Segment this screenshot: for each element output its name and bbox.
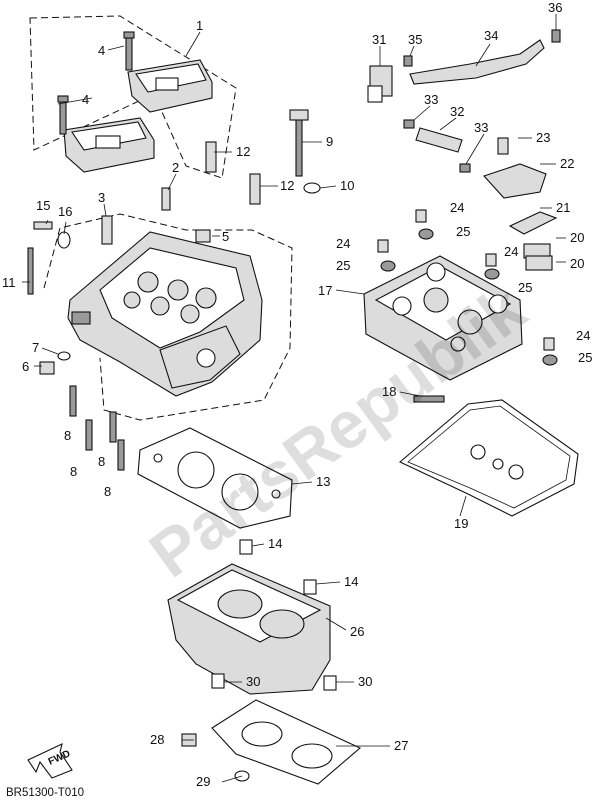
fwd-arrow-icon: FWD: [27, 743, 73, 779]
callout-30: 30: [358, 674, 372, 689]
callout-25: 25: [578, 350, 592, 365]
callout-8: 8: [64, 428, 71, 443]
callout-12: 12: [280, 178, 294, 193]
head-cover-gasket: [398, 399, 579, 517]
callout-13: 13: [316, 474, 330, 489]
callout-33: 33: [424, 92, 438, 107]
air-induction-system: [367, 29, 561, 199]
callout-4: 4: [98, 43, 105, 58]
callout-9: 9: [326, 134, 333, 149]
leader-lines: [22, 14, 566, 783]
callout-22: 22: [560, 156, 574, 171]
camshaft-cap-group: [29, 15, 237, 179]
callout-23: 23: [536, 130, 550, 145]
callout-24: 24: [504, 244, 518, 259]
cylinder-head: [67, 231, 263, 397]
callout-25: 25: [336, 258, 350, 273]
callout-11: 11: [2, 275, 16, 290]
cylinder-head-cover: [363, 209, 558, 403]
cylinder-block: [167, 539, 337, 695]
callout-8: 8: [98, 454, 105, 469]
callout-2: 2: [172, 160, 179, 175]
callout-16: 16: [58, 204, 72, 219]
callout-4: 4: [82, 92, 89, 107]
callout-36: 36: [548, 0, 562, 15]
callout-14: 14: [344, 574, 358, 589]
callout-34: 34: [484, 28, 498, 43]
callout-18: 18: [382, 384, 396, 399]
callout-24: 24: [576, 328, 590, 343]
callout-17: 17: [318, 283, 332, 298]
callout-32: 32: [450, 104, 464, 119]
callout-15: 15: [36, 198, 50, 213]
callout-21: 21: [556, 200, 570, 215]
callout-1: 1: [196, 18, 203, 33]
callout-6: 6: [22, 359, 29, 374]
callout-12: 12: [236, 144, 250, 159]
callout-26: 26: [350, 624, 364, 639]
callout-24: 24: [336, 236, 350, 251]
callout-14: 14: [268, 536, 282, 551]
drawing-code: BR51300-T010: [6, 787, 84, 799]
callout-35: 35: [408, 32, 422, 47]
callout-labels: 1 4 4 2 3 5 12 12 9 10 11 15 16 7 6 8 8 …: [2, 0, 592, 789]
cylinder-head-group-outline: [43, 213, 293, 421]
callout-24: 24: [450, 200, 464, 215]
head-gasket: [137, 427, 293, 529]
callout-20: 20: [570, 230, 584, 245]
callout-29: 29: [196, 774, 210, 789]
callout-33: 33: [474, 120, 488, 135]
callout-19: 19: [454, 516, 468, 531]
callout-3: 3: [98, 190, 105, 205]
callout-25: 25: [518, 280, 532, 295]
callout-7: 7: [32, 340, 39, 355]
callout-25: 25: [456, 224, 470, 239]
callout-27: 27: [394, 738, 408, 753]
callout-31: 31: [372, 32, 386, 47]
callout-10: 10: [340, 178, 354, 193]
callout-5: 5: [222, 229, 229, 244]
callout-28: 28: [150, 732, 164, 747]
base-gasket: [181, 699, 362, 785]
callout-8: 8: [70, 464, 77, 479]
callout-30: 30: [246, 674, 260, 689]
callout-8: 8: [104, 484, 111, 499]
callout-20: 20: [570, 256, 584, 271]
